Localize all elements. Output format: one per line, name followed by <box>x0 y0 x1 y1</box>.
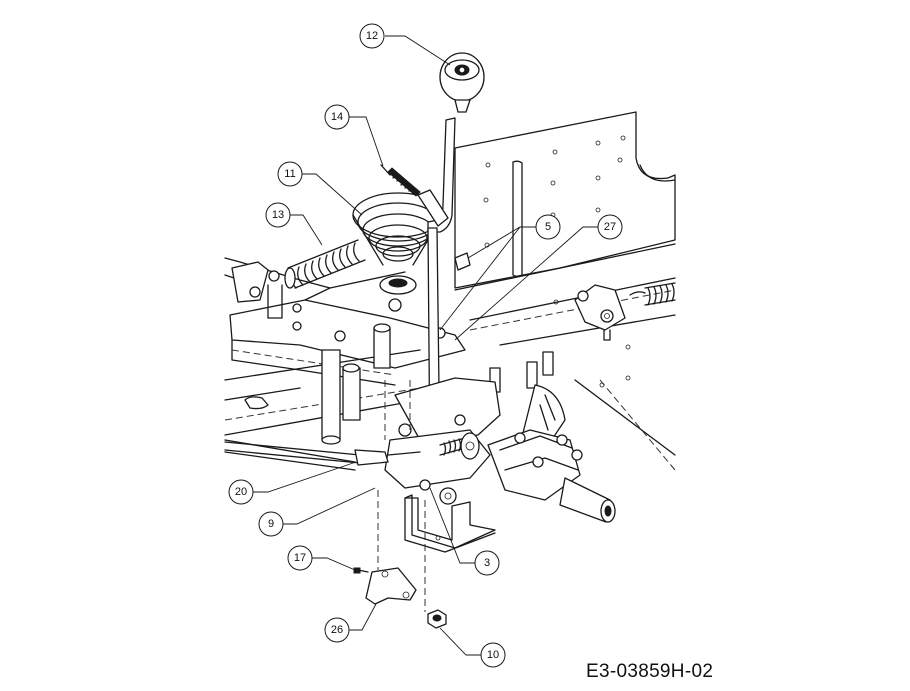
callout-label: 3 <box>484 557 490 569</box>
callout-5[interactable]: 5 <box>439 214 561 331</box>
cable <box>224 441 421 466</box>
nut-part <box>454 252 471 271</box>
right-spring <box>629 282 676 306</box>
callout-label: 27 <box>604 221 616 233</box>
callout-9[interactable]: 9 <box>258 487 376 537</box>
small-bracket <box>353 567 417 605</box>
callout-label: 14 <box>331 111 343 123</box>
callout-3[interactable]: 3 <box>429 487 500 576</box>
callout-10[interactable]: 10 <box>439 627 506 668</box>
callout-26[interactable]: 26 <box>324 603 377 643</box>
callout-label: 17 <box>294 552 306 564</box>
callout-label: 26 <box>331 624 343 636</box>
frame-plate <box>454 111 676 305</box>
posts <box>321 323 554 445</box>
callout-label: 9 <box>268 518 274 530</box>
callout-27[interactable]: 27 <box>454 214 623 341</box>
callouts: 12 14 11 13 5 27 20 <box>228 23 623 668</box>
callout-label: 10 <box>487 649 499 661</box>
coil-spring <box>284 239 366 289</box>
right-bracket <box>574 284 626 341</box>
callout-label: 13 <box>272 209 284 221</box>
callout-11[interactable]: 11 <box>277 161 363 216</box>
callout-20[interactable]: 20 <box>228 461 357 505</box>
callout-label: 5 <box>545 221 551 233</box>
callout-label: 11 <box>284 168 295 180</box>
callout-17[interactable]: 17 <box>287 545 356 571</box>
small-spring <box>380 164 421 197</box>
drawing-reference-code: E3-03859H-02 <box>586 661 714 682</box>
callout-14[interactable]: 14 <box>324 104 384 167</box>
callout-label: 20 <box>235 486 247 498</box>
linkage-spring <box>439 432 480 460</box>
lever-plate <box>229 271 466 386</box>
callout-13[interactable]: 13 <box>265 202 323 246</box>
conical-spring <box>352 192 444 312</box>
callout-label: 12 <box>366 30 378 42</box>
frame-rails <box>454 243 676 471</box>
assembly-lines <box>377 380 426 612</box>
callout-12[interactable]: 12 <box>359 23 451 66</box>
axle-block <box>487 429 616 523</box>
hex-nut <box>427 609 447 629</box>
